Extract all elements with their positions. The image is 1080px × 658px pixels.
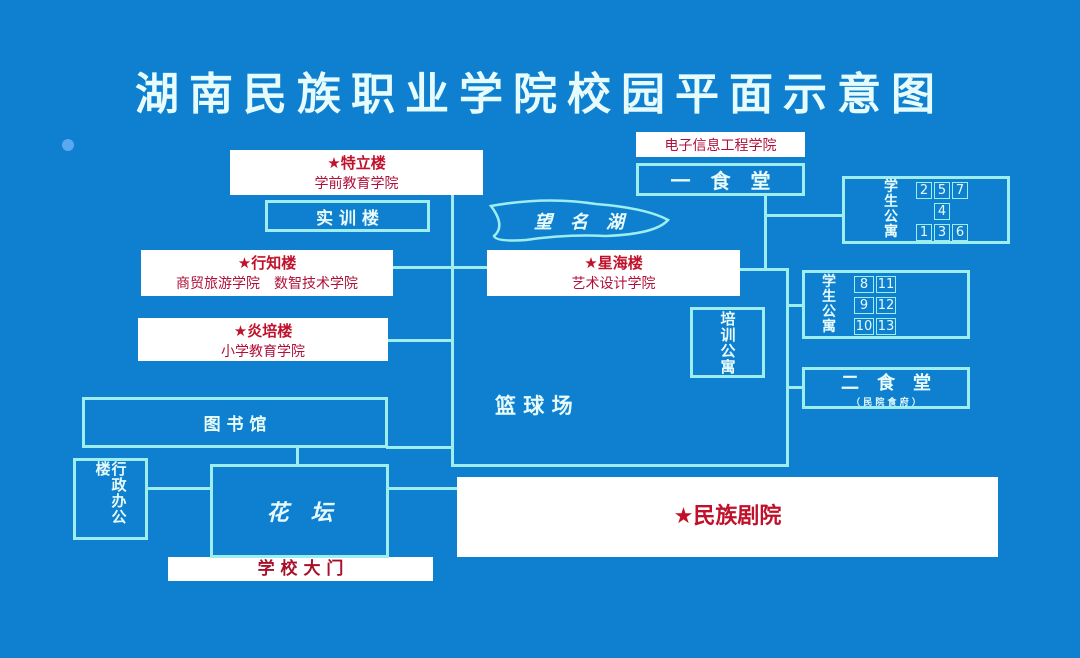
electronics-college[interactable]: 电子信息工程学院 — [636, 132, 805, 157]
path-line — [764, 195, 767, 270]
canteen-2[interactable]: 二 食 堂 （ 民 院 食 府 ） — [802, 367, 970, 409]
building-name: ★特立楼 — [327, 154, 386, 172]
dorm-number: 11 — [876, 276, 896, 293]
dorm-number: 1 — [916, 223, 932, 241]
dorm-number: 13 — [876, 318, 896, 335]
dorm-label: 学生公寓 — [884, 179, 898, 240]
xingzhi-building[interactable]: ★行知楼 商贸旅游学院 数智技术学院 — [141, 250, 393, 296]
building-name: ★行知楼 — [237, 254, 297, 272]
training-label: 培训公寓 — [718, 310, 737, 375]
dorm-number: 9 — [854, 297, 874, 314]
xinghai-building[interactable]: ★星海楼 艺术设计学院 — [487, 250, 740, 296]
building-name: ★炎培楼 — [233, 322, 293, 340]
canteen-2-name: 二 食 堂 — [841, 372, 931, 394]
theater[interactable]: ★民族剧院 — [457, 477, 998, 557]
lake-label: 望 名 湖 — [534, 212, 624, 233]
dorm-number: 8 — [854, 276, 874, 293]
dorm-number: 5 — [934, 181, 950, 199]
training-apartment[interactable]: 培训公寓 — [690, 307, 765, 378]
dorm-number: 12 — [876, 297, 896, 314]
college-name: 电子信息工程学院 — [664, 138, 777, 154]
college-name: 小学教育学院 — [221, 344, 305, 360]
dorm-number: 4 — [934, 202, 950, 220]
decorative-dot — [62, 139, 74, 151]
canteen-1[interactable]: 一 食 堂 — [636, 163, 805, 196]
college-name: 商贸旅游学院 数智技术学院 — [176, 276, 358, 292]
lake-shape — [488, 199, 670, 242]
library[interactable]: 图 书 馆 — [82, 397, 388, 448]
path-line — [296, 446, 299, 466]
path-line — [787, 304, 803, 307]
dorm-label: 学生公寓 — [822, 273, 836, 335]
dorm-number: 7 — [952, 181, 968, 199]
college-name: 艺术设计学院 — [571, 276, 656, 292]
admin-building[interactable]: 行政办公楼 — [73, 458, 148, 540]
dorm-number: 10 — [854, 318, 874, 335]
dorm-number: 6 — [952, 223, 968, 241]
path-line — [451, 195, 454, 467]
path-line — [386, 446, 453, 449]
path-line — [451, 464, 789, 467]
path-line — [787, 386, 803, 389]
path-line — [388, 339, 453, 342]
teli-building[interactable]: ★特立楼 学前教育学院 — [230, 150, 483, 195]
dorm-number: 2 — [916, 181, 932, 199]
training-building[interactable]: 实 训 楼 — [265, 200, 430, 232]
path-line — [393, 266, 489, 269]
school-gate[interactable]: 学 校 大 门 — [168, 557, 433, 581]
path-line — [764, 214, 844, 217]
basketball-court[interactable]: 篮 球 场 — [495, 394, 573, 418]
college-name: 学前教育学院 — [314, 176, 399, 192]
path-line — [147, 487, 212, 490]
canteen-2-sub: （ 民 院 食 府 ） — [851, 397, 921, 408]
flower-garden[interactable]: 花 坛 — [210, 464, 389, 558]
dorm-number: 3 — [934, 223, 950, 241]
building-name: ★星海楼 — [584, 254, 643, 272]
page-title: 湖南民族职业学院校园平面示意图 — [135, 69, 945, 120]
admin-label: 行政办公楼 — [93, 461, 128, 525]
yanpei-building[interactable]: ★炎培楼 小学教育学院 — [138, 318, 388, 361]
path-line — [388, 487, 458, 490]
path-line — [786, 268, 789, 467]
